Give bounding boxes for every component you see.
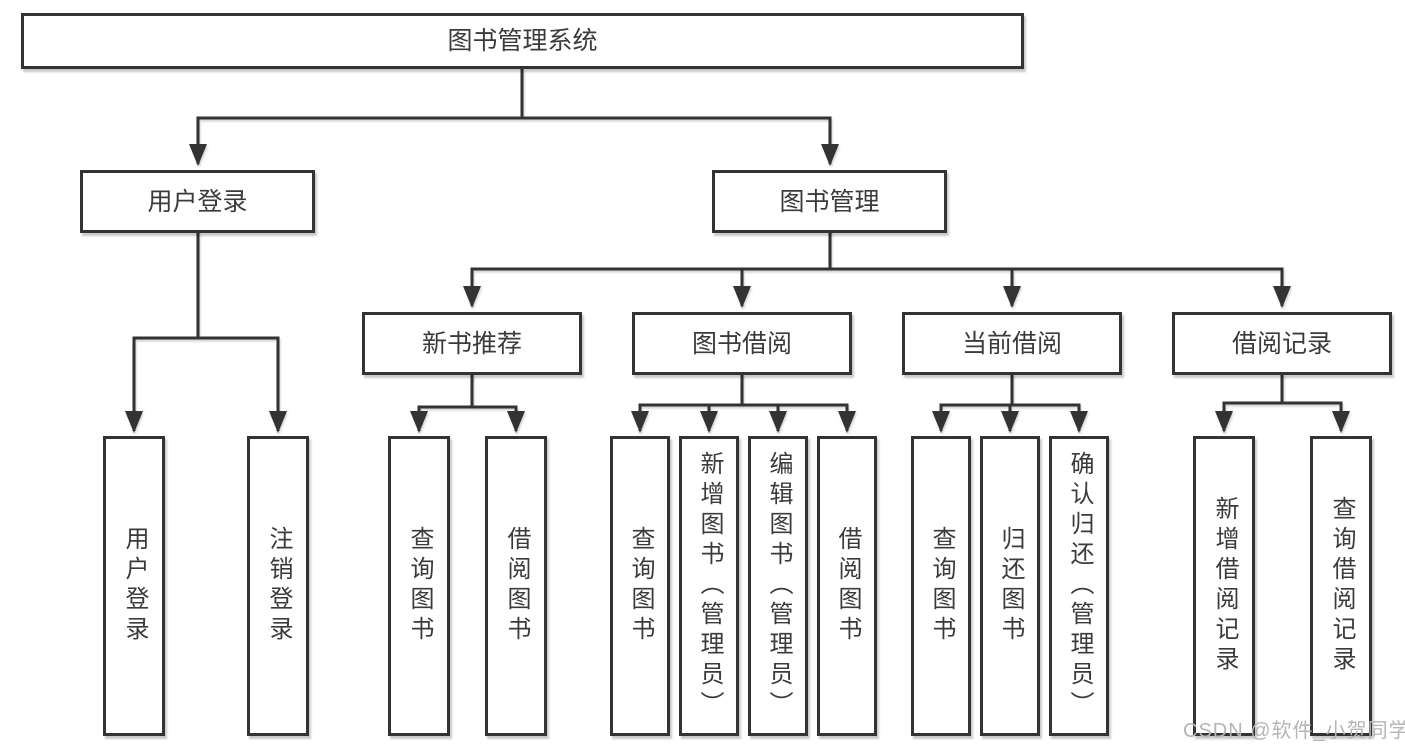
leaf-query-books-recommend: 查询图书 (388, 436, 450, 736)
node-root-library-system: 图书管理系统 (21, 13, 1024, 69)
node-current-borrow: 当前借阅 (902, 312, 1122, 375)
node-book-borrow: 图书借阅 (632, 312, 852, 375)
leaf-borrow-books: 借阅图书 (817, 436, 877, 736)
leaf-add-borrow-record: 新增借阅记录 (1193, 436, 1255, 736)
leaf-query-books-current: 查询图书 (911, 436, 971, 736)
leaf-logout: 注销登录 (247, 436, 309, 736)
node-borrow-records: 借阅记录 (1172, 312, 1392, 375)
leaf-borrow-books-recommend: 借阅图书 (485, 436, 547, 736)
node-new-book-recommend: 新书推荐 (362, 312, 582, 375)
leaf-add-books-admin: 新增图书（管理员） (679, 436, 739, 736)
leaf-edit-books-admin: 编辑图书（管理员） (748, 436, 808, 736)
leaf-confirm-return-admin: 确认归还（管理员） (1049, 436, 1109, 736)
leaf-return-books: 归还图书 (980, 436, 1040, 736)
csdn-watermark: CSDN @软件_小贺同学 (1183, 720, 1405, 742)
leaf-user-login: 用户登录 (103, 436, 165, 736)
node-book-management: 图书管理 (712, 170, 947, 233)
node-user-login: 用户登录 (80, 170, 315, 233)
leaf-query-books-borrow: 查询图书 (610, 436, 670, 736)
leaf-query-borrow-record: 查询借阅记录 (1310, 436, 1372, 736)
